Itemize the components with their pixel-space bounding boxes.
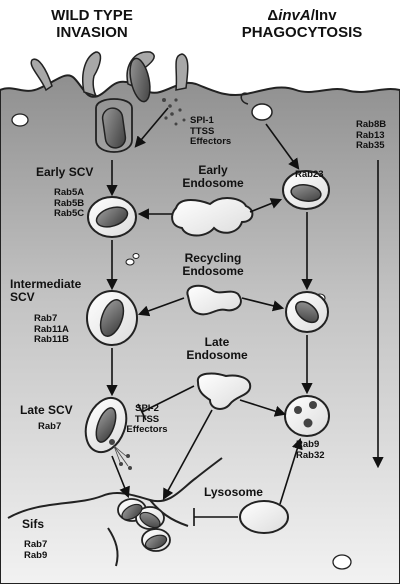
recycling-endosome-label: Recycling Endosome	[182, 251, 244, 279]
intermediate-scv	[86, 290, 138, 346]
intermediate-scv-label: Intermediate SCV	[10, 277, 82, 305]
small-vesicle	[132, 253, 140, 259]
sifs-rabs: Rab7 Rab9	[24, 539, 48, 561]
spi1-label: SPI-1 TTSS Effectors	[190, 115, 232, 148]
wild-type-header: WILD TYPE INVASION	[51, 7, 133, 41]
phagocytic-cup	[240, 92, 273, 121]
arrow-uptake-to-rab23	[265, 123, 300, 170]
late-endosome	[196, 372, 252, 410]
arrow-early-endosome-to-rab23	[249, 198, 283, 213]
small-vesicle	[11, 113, 29, 127]
arrow-invasion-to-vacuole	[134, 107, 169, 148]
membrane-ruffle-1	[30, 58, 53, 92]
arrow-late-endosome-to-phagolysosome	[239, 399, 287, 417]
early-scv-label: Early SCV	[36, 165, 94, 179]
late-scv	[84, 396, 128, 454]
intermediate-phagosome	[285, 291, 329, 333]
invading-bacterium-2	[129, 57, 151, 103]
delta-symbol: Δ	[267, 7, 279, 24]
phagolysosome	[284, 395, 330, 437]
rab23-vacuole	[282, 170, 330, 210]
arrow-late-endosome-to-sifs	[162, 409, 213, 500]
small-vesicle	[332, 554, 352, 570]
intermediate-scv-rabs: Rab7 Rab11A Rab11B	[34, 313, 69, 346]
small-vesicle	[125, 258, 135, 266]
invA-gene: invA	[278, 7, 311, 24]
early-endosome-label: Early Endosome	[182, 163, 244, 191]
recycling-endosome	[186, 284, 242, 316]
early-endosome	[171, 197, 254, 237]
sifs	[7, 457, 223, 567]
arrow-recycling-to-phagosome	[241, 297, 285, 312]
spi2-effector-dots	[113, 445, 132, 470]
early-scv-rabs: Rab5A Rab5B Rab5C	[54, 187, 85, 220]
inv-suffix: /Inv	[310, 7, 337, 24]
rab8b-group-label: Rab8B Rab13 Rab35	[356, 119, 387, 152]
arrow-late-scv-to-sifs	[111, 455, 130, 499]
membrane-ruffle-2	[82, 51, 102, 98]
late-endosome-label: Late Endosome	[186, 335, 248, 363]
block-bar-1	[137, 403, 147, 421]
late-scv-label: Late SCV	[20, 403, 73, 417]
arrow-lysosome-to-phagolysosome	[279, 437, 303, 505]
invading-bacterium	[101, 107, 127, 149]
membrane-ruffle-4	[175, 53, 189, 91]
forming-vacuole	[95, 98, 133, 153]
lysosome-label: Lysosome	[204, 485, 263, 499]
phagocytosis-word: PHAGOCYTOSIS	[241, 23, 363, 41]
late-scv-rab: Rab7	[38, 421, 62, 432]
rab23-label: Rab23	[295, 169, 324, 180]
early-scv	[87, 196, 137, 238]
lysosome	[239, 500, 289, 534]
spi2-label: SPI-2 TTSS Effectors	[126, 403, 168, 436]
block-late-endosome-to-late-scv	[141, 385, 195, 413]
phagolysosome-rabs: Rab9 Rab32	[296, 439, 325, 461]
arrow-recycling-to-intermediate-scv	[137, 297, 185, 317]
spi1-effector-dots	[162, 98, 186, 126]
sifs-label: Sifs	[22, 517, 45, 531]
